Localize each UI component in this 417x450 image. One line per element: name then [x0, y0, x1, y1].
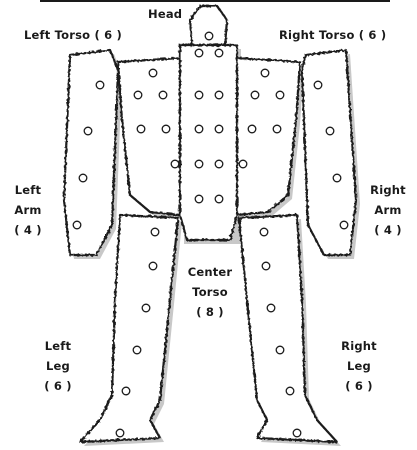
armor-pip	[251, 91, 259, 99]
armor-pip	[84, 127, 92, 135]
center-torso-section	[180, 45, 237, 240]
armor-pip	[171, 160, 179, 168]
label-head: Head	[148, 4, 182, 24]
armor-pip	[134, 91, 142, 99]
armor-pip	[142, 304, 150, 312]
armor-pip	[215, 160, 223, 168]
label-left-leg: Left Leg ( 6 )	[38, 336, 78, 396]
armor-pip	[122, 387, 130, 395]
armor-pip	[205, 32, 213, 40]
armor-pip	[260, 228, 268, 236]
armor-pip	[133, 346, 141, 354]
label-right-arm: Right Arm ( 4 )	[366, 180, 410, 240]
armor-pip	[273, 125, 281, 133]
armor-pip	[195, 195, 203, 203]
armor-pip	[159, 91, 167, 99]
armor-pip	[248, 125, 256, 133]
armor-pip	[239, 160, 247, 168]
armor-pip	[149, 262, 157, 270]
armor-pip	[215, 125, 223, 133]
armor-pip	[215, 49, 223, 57]
label-center-torso: Center Torso ( 8 )	[183, 262, 237, 322]
label-right-leg: Right Leg ( 6 )	[337, 336, 381, 396]
armor-pip	[215, 195, 223, 203]
armor-pip	[262, 262, 270, 270]
left-arm-section	[64, 50, 118, 255]
armor-pip	[333, 174, 341, 182]
armor-pip	[276, 91, 284, 99]
armor-pip	[73, 221, 81, 229]
armor-pip	[340, 221, 348, 229]
label-left-torso: Left Torso ( 6 )	[24, 25, 122, 45]
armor-pip	[326, 127, 334, 135]
armor-pip	[314, 81, 322, 89]
armor-pip	[149, 69, 157, 77]
armor-pip	[79, 174, 87, 182]
label-left-arm: Left Arm ( 4 )	[8, 180, 48, 240]
armor-pip	[162, 125, 170, 133]
armor-pip	[276, 346, 284, 354]
armor-pip	[293, 429, 301, 437]
armor-pip	[215, 91, 223, 99]
armor-pip	[137, 125, 145, 133]
armor-pip	[261, 69, 269, 77]
armor-pip	[267, 304, 275, 312]
armor-pip	[195, 160, 203, 168]
left-torso-section	[118, 58, 180, 215]
armor-pip	[195, 91, 203, 99]
armor-pip	[96, 81, 104, 89]
armor-pip	[195, 125, 203, 133]
armor-pip	[116, 429, 124, 437]
label-right-torso: Right Torso ( 6 )	[279, 25, 386, 45]
armor-pip	[286, 387, 294, 395]
armor-pip	[151, 228, 159, 236]
armor-pip	[195, 49, 203, 57]
